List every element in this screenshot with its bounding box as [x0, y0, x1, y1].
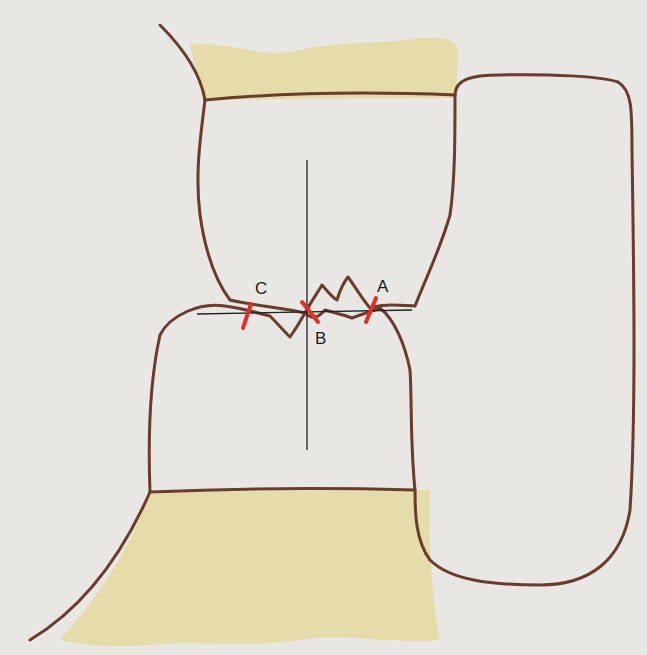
- lower-tooth-crown: [149, 305, 415, 492]
- point-label: A: [376, 278, 389, 295]
- point-label: C: [254, 280, 268, 297]
- point-letter: A: [376, 277, 389, 296]
- point-letter: C: [254, 279, 268, 298]
- contact-mark: [243, 304, 251, 328]
- contact-mark: [302, 302, 318, 322]
- upper-contour-line: [160, 25, 205, 100]
- upper-gum-line: [205, 93, 455, 100]
- occlusal-plane-line: [197, 310, 412, 314]
- lower-contour-line: [30, 492, 150, 640]
- soft-tissue-outline: [415, 75, 634, 585]
- lower-gingiva: [60, 490, 440, 646]
- point-letter: B: [314, 329, 327, 348]
- point-label: B: [314, 330, 327, 347]
- upper-tooth-crown: [198, 95, 455, 313]
- contact-mark: [366, 298, 376, 322]
- upper-gingiva: [190, 37, 458, 100]
